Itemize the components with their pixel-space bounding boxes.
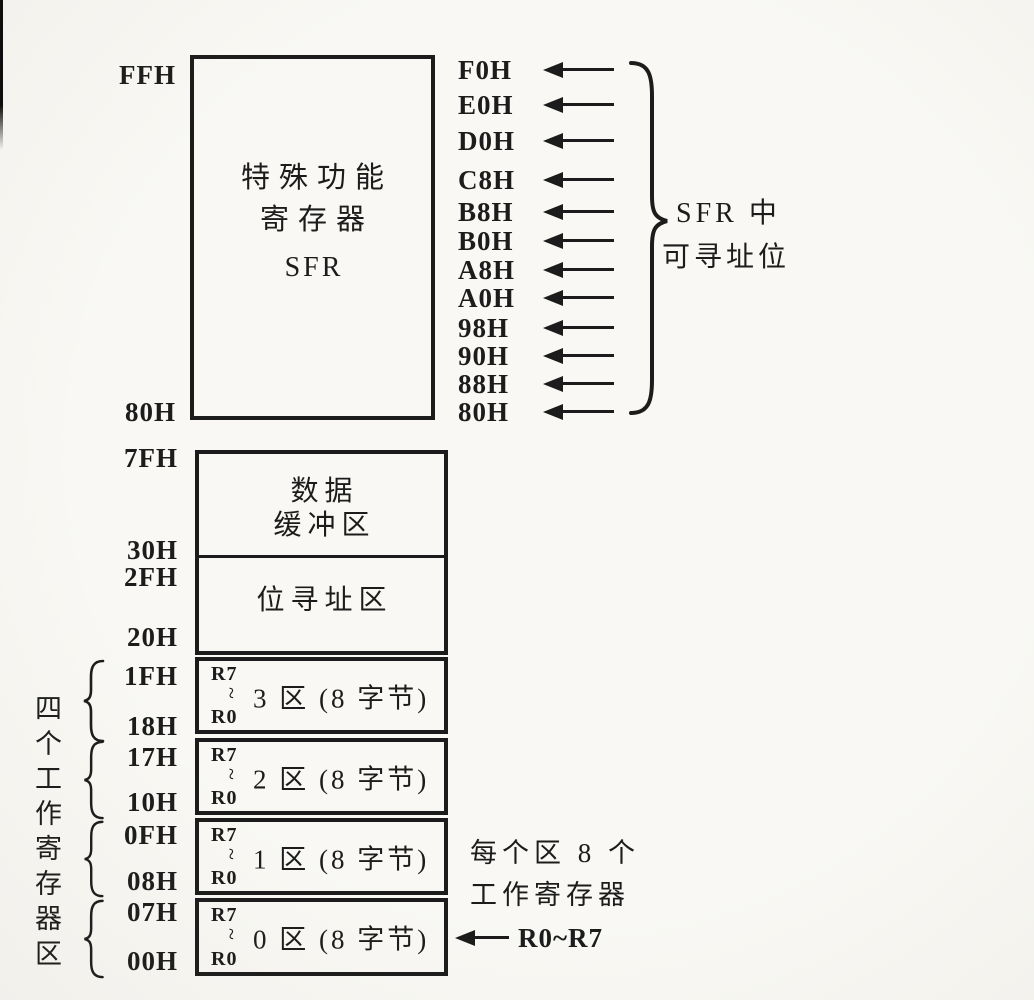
ram-addr-30h: 30H [126, 535, 178, 565]
sfr-bottom-address: 80H [124, 397, 176, 427]
left-arrow-icon [543, 132, 615, 150]
ram-addr-0fh: 0FH [124, 820, 178, 850]
bank-box-2: R7 R0 2 区 (8 字节) [195, 738, 448, 815]
left-arrow-icon [543, 171, 615, 189]
r0-r7-label: R0~R7 [518, 923, 604, 953]
bank-label: 2 区 (8 字节) [253, 764, 430, 794]
bit-addr-c8h: C8H [458, 165, 515, 195]
ram-addr-20h: 20H [126, 622, 178, 652]
range-squiggle-icon [221, 687, 241, 707]
ram-addr-1fh: 1FH [124, 661, 178, 691]
left-arrow-icon [543, 289, 615, 307]
reg-bottom-label: R0 [211, 948, 238, 970]
ram-addr-00h: 00H [126, 946, 178, 976]
bit-addr-88h: 88H [458, 369, 510, 399]
ram-upper-box: 数据 缓冲区 位寻址区 [195, 450, 448, 655]
left-brace-icon [83, 659, 105, 743]
range-squiggle-icon [221, 928, 241, 948]
left-arrow-icon [543, 347, 615, 365]
sfr-title-line-3: SFR [284, 252, 344, 283]
bank-box-0: R7 R0 0 区 (8 字节) [195, 898, 448, 976]
right-brace-icon [629, 61, 668, 415]
left-arrow-icon [543, 403, 615, 421]
register-banks-vertical-label: 四个工作寄存器区 [31, 694, 61, 974]
bit-addr-b0h: B0H [458, 226, 514, 256]
reg-bottom-label: R0 [211, 706, 238, 728]
bank-note-line-2: 工作寄存器 [470, 880, 630, 910]
bank-box-1: R7 R0 1 区 (8 字节) [195, 818, 448, 895]
ram-addr-10h: 10H [126, 787, 178, 817]
left-brace-icon [84, 740, 104, 820]
ram-addr-7fh: 7FH [124, 443, 178, 473]
left-arrow-icon [543, 96, 615, 114]
reg-top-label: R7 [211, 744, 238, 766]
bit-addr-a0h: A0H [458, 283, 515, 313]
bank-label: 1 区 (8 字节) [253, 844, 430, 874]
ram-addr-18h: 18H [126, 711, 178, 741]
bit-addr-90h: 90H [458, 341, 510, 371]
bit-addr-e0h: E0H [458, 90, 514, 120]
sfr-bit-note-line-1: SFR 中 [676, 198, 781, 229]
left-arrow-icon [543, 203, 615, 221]
section-divider [199, 555, 444, 558]
reg-top-label: R7 [211, 904, 238, 926]
reg-bottom-label: R0 [211, 787, 238, 809]
bit-addr-b8h: B8H [458, 197, 514, 227]
data-buffer-label-line-1: 数据 [290, 476, 359, 507]
bit-addr-d0h: D0H [458, 126, 515, 156]
sfr-title-line-2: 寄存器 [259, 204, 374, 236]
left-arrow-icon [543, 319, 615, 337]
ram-addr-17h: 17H [126, 742, 178, 772]
sfr-title-line-1: 特殊功能 [240, 162, 393, 194]
range-squiggle-icon [221, 848, 241, 868]
left-arrow-icon [455, 929, 527, 947]
bit-area-label: 位寻址区 [256, 585, 393, 616]
scan-artifact [0, 0, 3, 150]
bank-box-3: R7 R0 3 区 (8 字节) [195, 657, 448, 734]
left-brace-icon [84, 820, 104, 898]
left-brace-icon [84, 899, 104, 979]
sfr-bit-note-line-2: 可寻址位 [662, 242, 791, 273]
bank-label: 3 区 (8 字节) [253, 683, 430, 713]
reg-top-label: R7 [211, 824, 238, 846]
left-arrow-icon [543, 232, 615, 250]
data-buffer-label-line-2: 缓冲区 [273, 510, 376, 541]
ram-addr-2fh: 2FH [124, 562, 178, 592]
bit-addr-f0h: F0H [458, 55, 512, 85]
bit-addr-80h: 80H [458, 397, 510, 427]
bit-addr-98h: 98H [458, 313, 510, 343]
left-arrow-icon [543, 61, 615, 79]
ram-addr-07h: 07H [126, 897, 178, 927]
ram-addr-08h: 08H [126, 866, 178, 896]
reg-bottom-label: R0 [211, 867, 238, 889]
left-arrow-icon [543, 261, 615, 279]
left-arrow-icon [543, 375, 615, 393]
sfr-top-address: FFH [119, 60, 176, 90]
sfr-box: 特殊功能 寄存器 SFR [190, 55, 435, 420]
reg-top-label: R7 [211, 663, 238, 685]
range-squiggle-icon [221, 768, 241, 788]
bank-note-line-1: 每个区 8 个 [470, 838, 640, 868]
bank-label: 0 区 (8 字节) [253, 924, 430, 955]
bit-addr-a8h: A8H [458, 255, 515, 285]
